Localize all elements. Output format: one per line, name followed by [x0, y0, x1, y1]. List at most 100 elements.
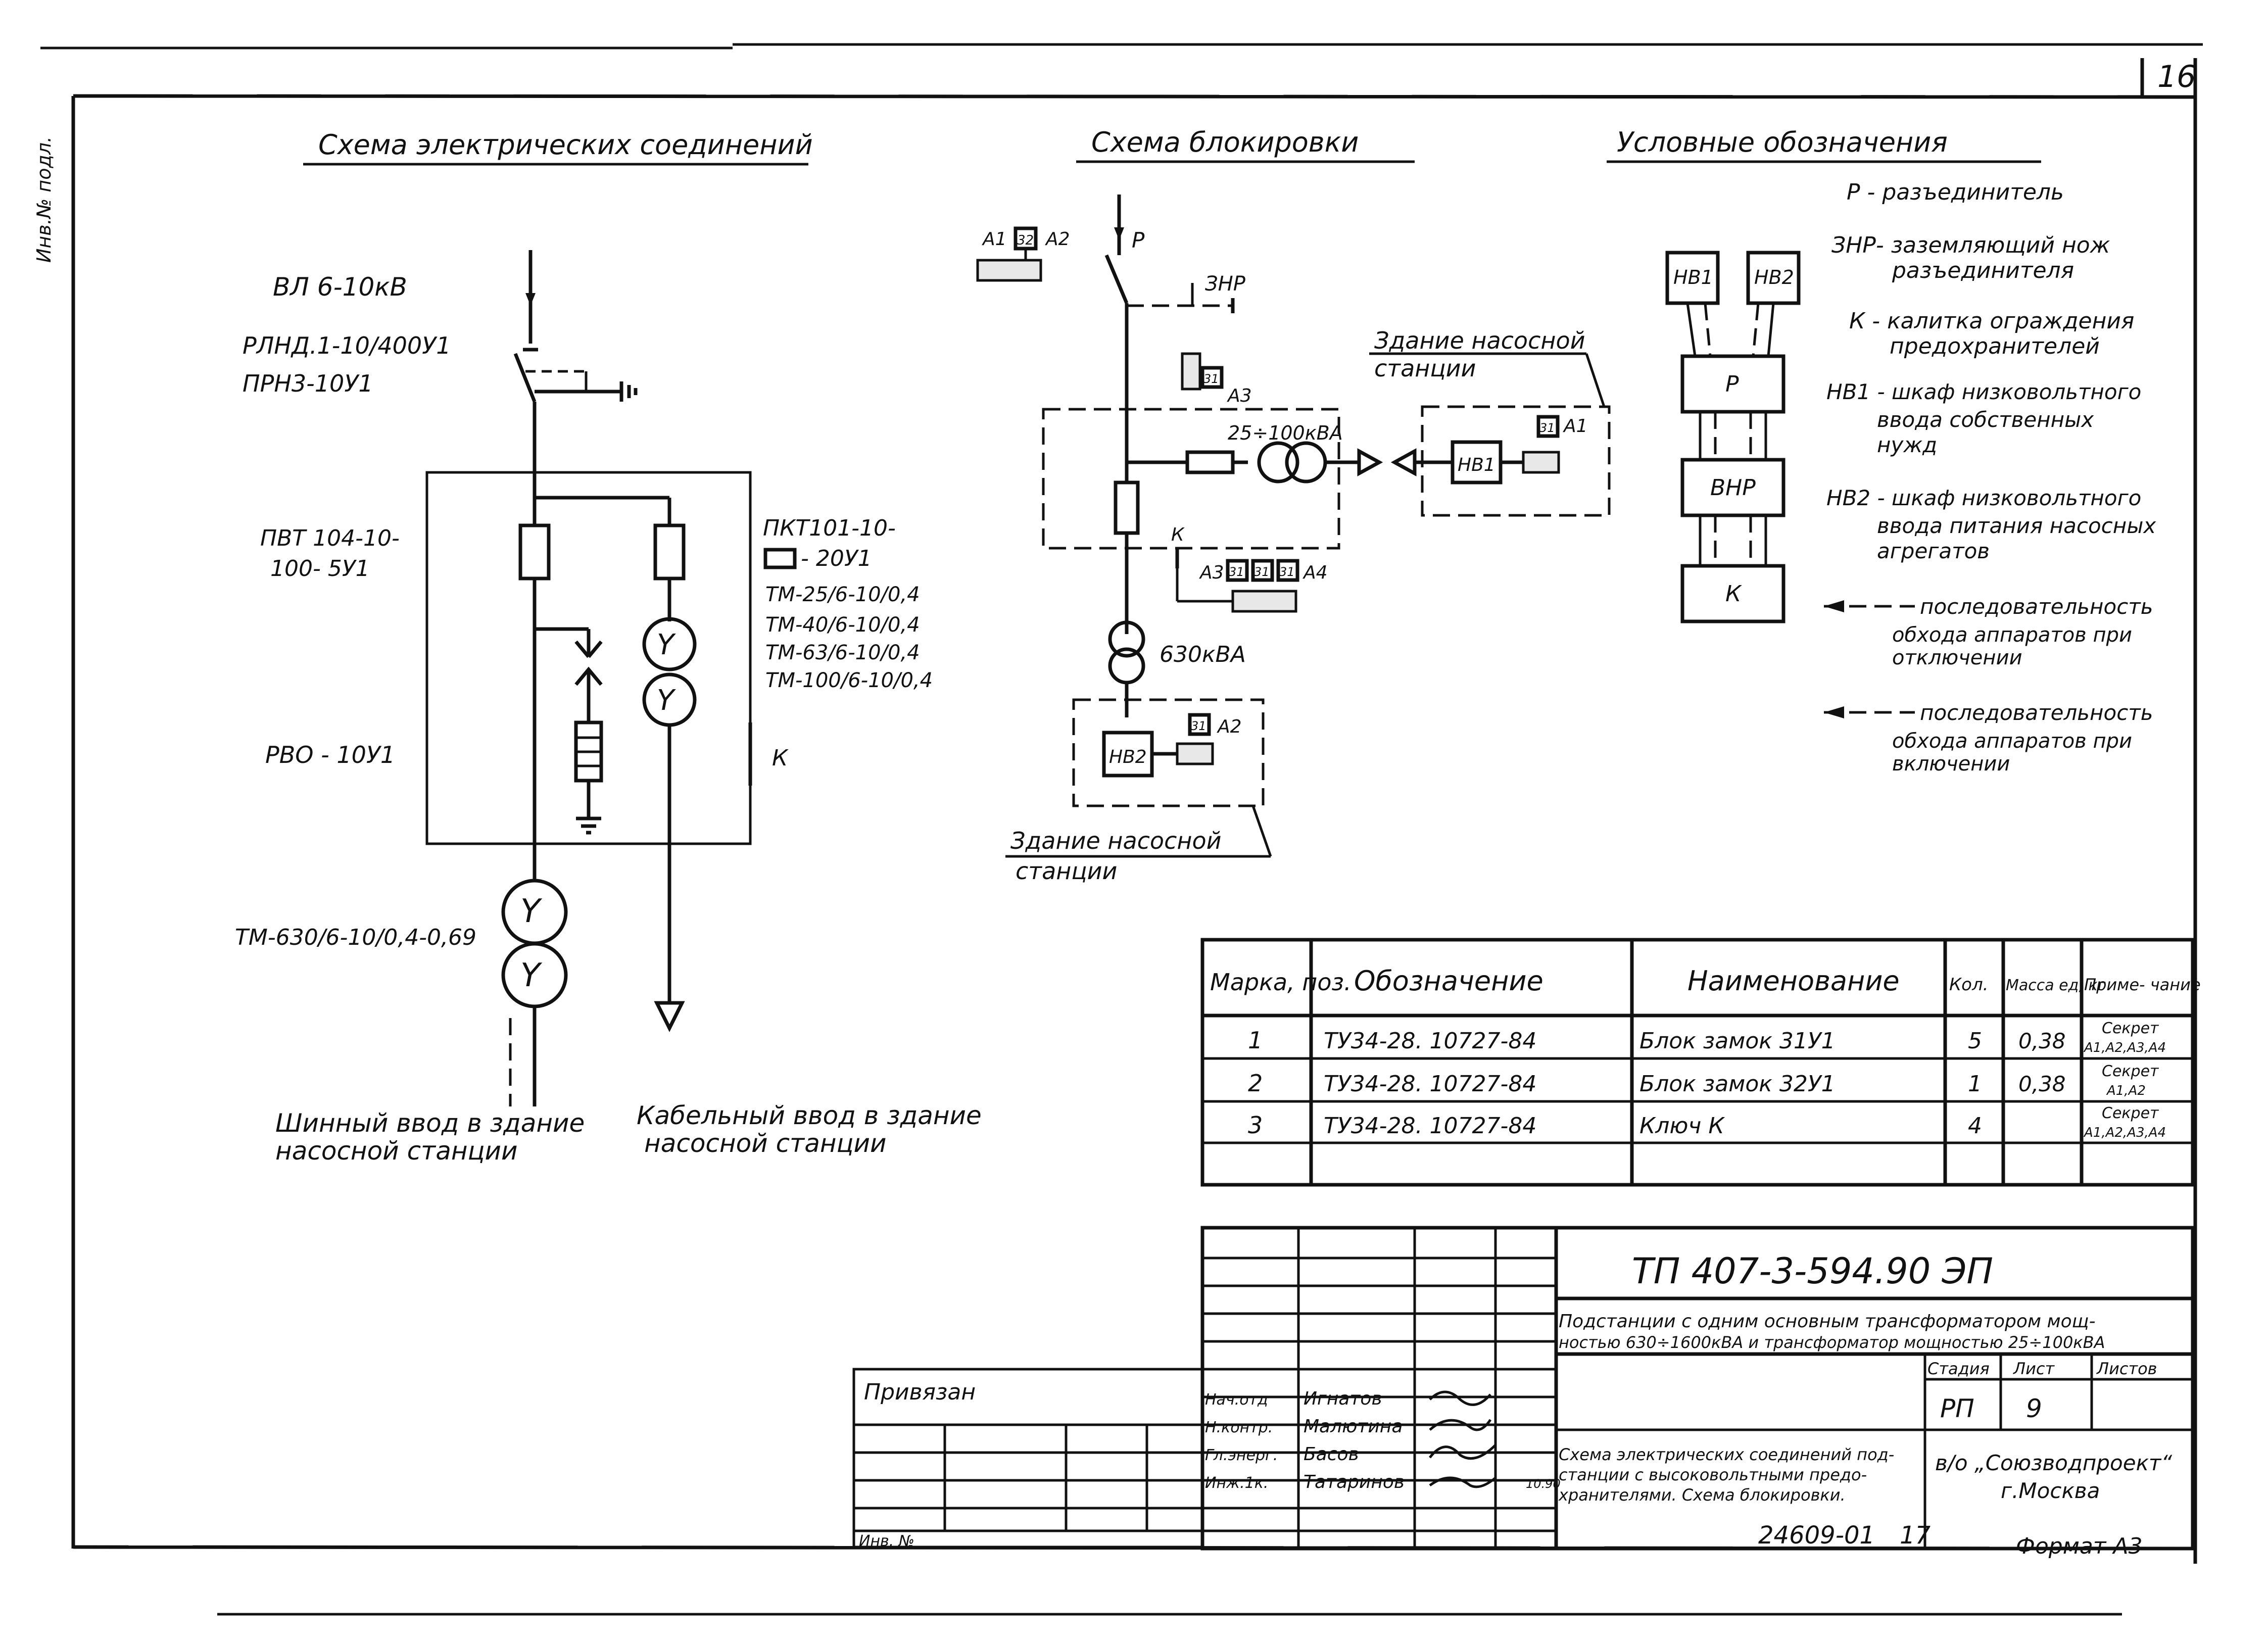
- paper-format: Формат А3: [2016, 1533, 2143, 1559]
- main-transformer-label: ТМ-630/6-10/0,4-0,69: [235, 925, 476, 950]
- main-transformer-rating: 630кВА: [1160, 642, 1246, 667]
- sheet-header: Лист: [2013, 1359, 2055, 1378]
- legend: Условные обозначения НВ1 НВ2 Р ВНР К Р -…: [1607, 126, 2156, 776]
- legend-nv1-text-2: ввода собственных: [1877, 407, 2094, 432]
- legend-znr-text-2: разъединителя: [1892, 258, 2074, 283]
- legend-nv1-text-3: нужд: [1877, 432, 1937, 457]
- table-row-3-name: Ключ К: [1639, 1113, 1725, 1139]
- key-a4-gate-label: А4: [1302, 562, 1328, 583]
- legend-title: Условные обозначения: [1617, 126, 1948, 158]
- role-engineer: Инж.1к.: [1205, 1474, 1268, 1492]
- key-a2-nv2-label: А2: [1217, 716, 1242, 737]
- disconnector-p-label: Р: [1132, 228, 1145, 253]
- table-row-1-designation: ТУ34-28. 10727-84: [1324, 1028, 1536, 1054]
- interlock-scheme: Схема блокировки Р ЗНР А1 32 А2 31 А3 25…: [976, 126, 1611, 885]
- key-a1-top-label: А1: [982, 229, 1007, 250]
- header-qty: Кол.: [1949, 975, 1988, 995]
- lock-31-nv1-label: 31: [1539, 421, 1555, 435]
- inventory-number-label: Инв. №: [859, 1532, 914, 1550]
- overhead-line-label: ВЛ 6-10кВ: [273, 272, 407, 302]
- header-mass: Масса ед, кг: [2006, 977, 2106, 994]
- date-value: 10.90: [1526, 1477, 1561, 1491]
- table-row-2-designation: ТУ34-28. 10727-84: [1324, 1071, 1536, 1097]
- transformer-tm-40-label: ТМ-40/6-10/0,4: [765, 613, 920, 637]
- drawing-title-line1: Схема электрических соединений под-: [1559, 1445, 1894, 1464]
- electrical-scheme-title: Схема электрических соединений: [318, 129, 813, 161]
- pump-building-1-label-line1: Здание насосной: [1374, 327, 1585, 354]
- table-row-3-pos: 3: [1248, 1112, 1263, 1139]
- legend-znr-text-1: ЗНР- заземляющий нож: [1831, 232, 2110, 258]
- legend-on-text-2: обхода аппаратов при: [1892, 730, 2132, 753]
- table-row-1-pos: 1: [1248, 1027, 1263, 1054]
- name-norm-control: Малютина: [1304, 1416, 1403, 1437]
- transformer-tm-100-label: ТМ-100/6-10/0,4: [765, 669, 933, 692]
- key-a3-earthing-label: А3: [1227, 385, 1252, 406]
- legend-block-p: Р: [1725, 371, 1739, 397]
- fuse-pvt-label-line2: 100- 5У1: [270, 556, 370, 582]
- fuse-pvt-label-line1: ПВТ 104-10-: [260, 525, 400, 551]
- key-a1-nv1-label: А1: [1563, 416, 1588, 437]
- lock-31-gate-b-label: 31: [1254, 565, 1270, 579]
- table-row-2-note-2: А1,А2: [2106, 1083, 2146, 1098]
- legend-nv2-text-1: НВ2 - шкаф низковольтного: [1826, 486, 2141, 510]
- lock-31-gate-c-label: 31: [1279, 565, 1295, 579]
- legend-on-text-1: последовательность: [1920, 700, 2153, 725]
- key-a2-top-label: А2: [1045, 229, 1070, 250]
- disconnector-type-label: РЛНД.1-10/400У1: [243, 332, 451, 359]
- legend-off-text-2: обхода аппаратов при: [1892, 623, 2132, 647]
- sheets-header: Листов: [2096, 1359, 2157, 1378]
- transformer-tm-25-label: ТМ-25/6-10/0,4: [765, 583, 920, 606]
- table-row-3-note-2: А1,А2,А3,А4: [2083, 1125, 2166, 1140]
- bus-input-caption-line1: Шинный ввод в здание: [275, 1108, 585, 1138]
- legend-p-text: Р - разъединитель: [1847, 179, 2064, 205]
- project-title-line2: ностью 630÷1600кВА и трансформатор мощно…: [1559, 1333, 2105, 1352]
- table-row-1-mass: 0,38: [2018, 1029, 2066, 1053]
- pump-building-2-label-line1: Здание насосной: [1010, 827, 1221, 854]
- table-row-2-note-1: Секрет: [2102, 1063, 2159, 1080]
- legend-on-text-3: включении: [1892, 752, 2010, 776]
- table-row-2-pos: 2: [1248, 1070, 1263, 1097]
- stage-header: Стадия: [1927, 1359, 1990, 1378]
- linked-label: Привязан: [864, 1379, 976, 1405]
- cabinet-nv2-label: НВ2: [1109, 747, 1147, 767]
- gate-k-label-left: К: [772, 745, 789, 771]
- arrester-type-label: РВО - 10У1: [265, 741, 395, 768]
- margin-inventory-label: Инв.№ подл.: [33, 136, 55, 263]
- legend-k-text-2: предохранителей: [1890, 333, 2100, 359]
- fuse-pkt-label-line1: ПКТ101-10-: [763, 515, 896, 541]
- header-pos: Марка, поз.: [1210, 969, 1352, 996]
- drawing-title-line3: хранителями. Схема блокировки.: [1558, 1485, 1846, 1505]
- interlock-scheme-title: Схема блокировки: [1091, 126, 1359, 158]
- cabinet-nv1-label: НВ1: [1458, 455, 1495, 475]
- organization-city: г.Москва: [2001, 1478, 2100, 1503]
- table-row-1-qty: 5: [1968, 1028, 1982, 1054]
- legend-block-k: К: [1725, 581, 1742, 607]
- legend-nv1-text-1: НВ1 - шкаф низковольтного: [1826, 379, 2141, 404]
- header-designation: Обозначение: [1354, 965, 1543, 997]
- earthing-switch-type-label: ПРН3-10У1: [243, 370, 373, 397]
- key-a3-gate-label: А3: [1199, 562, 1224, 583]
- svg-text:Y: Y: [520, 957, 543, 994]
- earthing-knife-label: ЗНР: [1205, 272, 1246, 296]
- electrical-connection-scheme: Схема электрических соединений ВЛ 6-10кВ…: [235, 129, 982, 1166]
- table-row-3-qty: 4: [1968, 1113, 1982, 1139]
- sheet-number: 16: [2157, 59, 2196, 94]
- project-code: ТП 407-3-594.90 ЭП: [1632, 1250, 1993, 1292]
- archive-number: 24609-01: [1758, 1521, 1875, 1550]
- table-row-1-name: Блок замок 31У1: [1639, 1028, 1836, 1054]
- pump-building-2-label-line2: станции: [1016, 857, 1117, 885]
- gate-k-label-interlock: К: [1171, 524, 1185, 545]
- lock-31-earthing-label: 31: [1203, 372, 1219, 386]
- bus-input-caption-line2: насосной станции: [275, 1136, 518, 1166]
- pump-building-1-label-line2: станции: [1374, 355, 1476, 382]
- svg-text:Y: Y: [657, 684, 676, 717]
- legend-block-vnr: ВНР: [1710, 475, 1756, 501]
- table-row-3-designation: ТУ34-28. 10727-84: [1324, 1113, 1536, 1139]
- legend-k-text-1: К - калитка ограждения: [1849, 308, 2134, 334]
- table-row-3-note-1: Секрет: [2102, 1104, 2159, 1122]
- legend-off-text-1: последовательность: [1920, 594, 2153, 619]
- legend-nv2-text-2: ввода питания насосных: [1877, 513, 2156, 538]
- role-norm-control: Н.контр.: [1205, 1419, 1273, 1436]
- project-title-line1: Подстанции с одним основным трансформато…: [1559, 1311, 2096, 1332]
- specification-table: Марка, поз. Обозначение Наименование Кол…: [1200, 938, 2201, 1187]
